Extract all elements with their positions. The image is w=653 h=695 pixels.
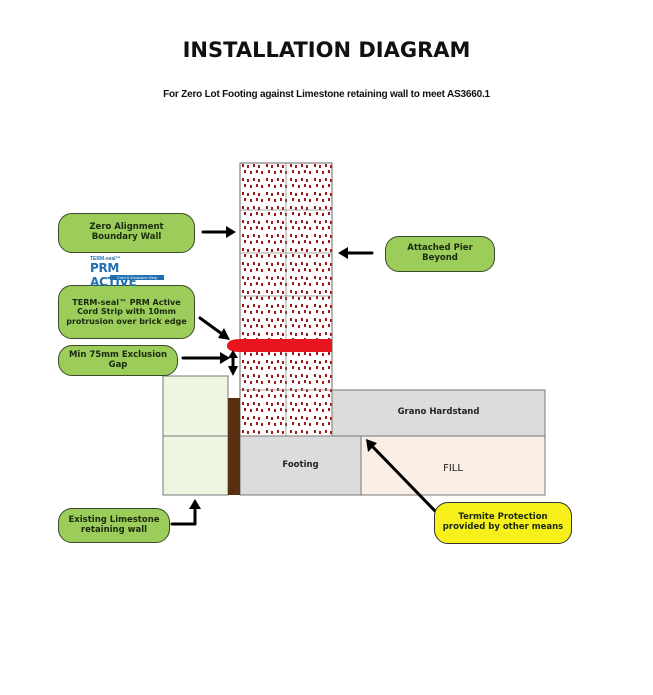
page-subtitle: For Zero Lot Footing against Limestone r… <box>163 89 490 100</box>
label-footing: Footing <box>282 460 319 470</box>
footing <box>239 435 362 496</box>
grano-hardstand <box>331 389 546 437</box>
label-fill: FILL <box>443 463 463 474</box>
label-grano-hardstand: Grano Hardstand <box>397 407 480 417</box>
limestone-block-upper <box>162 375 229 437</box>
callout-limestone: Existing Limestone retaining wall <box>58 508 170 543</box>
callout-arrows <box>170 230 438 526</box>
logo-brand-top: TERM-seal™ <box>90 256 121 262</box>
prm-active-logo: TERM-seal™ PRM ACTIVE Cord & Exclusion S… <box>86 256 168 289</box>
callout-attached-pier: Attached Pier Beyond <box>385 236 495 272</box>
limestone-block-lower <box>162 435 229 496</box>
prm-cord-strip <box>227 339 332 352</box>
retaining-membrane <box>228 398 240 495</box>
callout-zero-alignment: Zero Alignment Boundary Wall <box>58 213 195 253</box>
logo-brand-sub: Cord & Exclusion Strip <box>110 275 164 280</box>
arrow-heads <box>189 226 377 509</box>
callout-term-seal: TERM-seal™ PRM Active Cord Strip with 10… <box>58 285 195 339</box>
page-title: INSTALLATION DIAGRAM <box>182 38 471 62</box>
callout-exclusion-gap: Min 75mm Exclusion Gap <box>58 345 178 376</box>
callout-termite-protection: Termite Protection provided by other mea… <box>434 502 572 544</box>
